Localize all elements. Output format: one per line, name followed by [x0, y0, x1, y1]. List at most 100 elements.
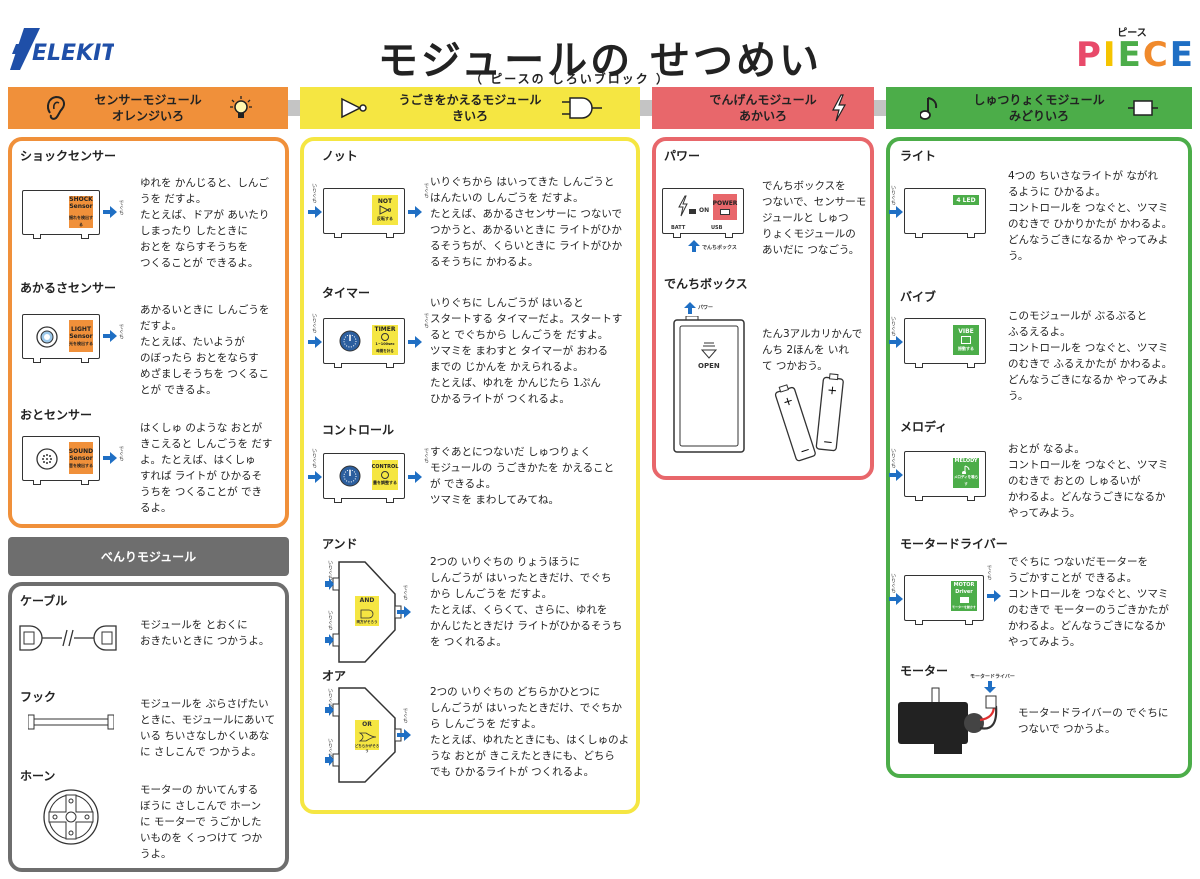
module-label: TIMER 1~100sec 時間を計る [372, 325, 398, 355]
output-arrow-icon [408, 471, 422, 483]
port-label-in: いりぐち [890, 316, 896, 336]
battery-box-arrow-label: パワー [698, 305, 714, 311]
batt-label: BATT [671, 225, 686, 231]
light-sensor-module: LIGHT Sensor 光を検出する [22, 314, 100, 363]
module-label-sub: 揺れを検出する [69, 215, 93, 227]
and-gate-icon [562, 97, 602, 119]
module-label-text: AND [359, 597, 375, 604]
module-label-sub: 音を検出する [69, 462, 93, 468]
switch-icon [689, 209, 696, 214]
section-desc-light-output: 4つの ちいさなライトが ながれ るように ひかるよ。 コントロールを つなぐと… [1008, 170, 1173, 262]
sound-sensor-module: SOUND Sensor 音を検出する [22, 436, 100, 485]
module-label: MELODY メロディを鳴らす [953, 458, 979, 488]
microphone-icon [36, 448, 58, 470]
and-module [325, 561, 402, 663]
module-label-text: 4 LED [956, 196, 976, 204]
up-arrow-icon [684, 302, 696, 314]
module-label-text: MELODY [954, 458, 978, 464]
output-arrow-icon [987, 590, 1001, 602]
module-label-text: OR [362, 721, 372, 728]
input-arrow-icon [308, 336, 322, 348]
section-title-melody: メロディ [900, 420, 948, 434]
port-label-in: いりぐち [327, 688, 333, 708]
port-label-in: いりぐち [890, 448, 896, 468]
util-panel [8, 582, 289, 872]
module-label-text: MOTOR Driver [953, 581, 975, 595]
light-output-module: 4 LED [904, 188, 986, 238]
lightning-icon [678, 195, 688, 217]
module-label-sub: 量を調整する [373, 480, 397, 485]
dial-icon [381, 471, 389, 479]
module-label: NOT 反転する [372, 195, 398, 225]
output-arrow-icon [408, 206, 422, 218]
section-desc-shock: ゆれを かんじると、しんご うを だすよ。 たとえば、ドアが あいたり しまった… [140, 177, 270, 269]
module-label-text: NOT [377, 198, 393, 205]
up-arrow-icon [688, 240, 700, 252]
category-name: しゅつりょくモジュール [973, 93, 1105, 107]
module-label: LIGHT Sensor 光を検出する [69, 320, 93, 352]
output-arrow-icon [103, 206, 117, 218]
module-label: SOUND Sensor 音を検出する [69, 442, 93, 474]
clock-icon [381, 332, 389, 341]
section-title-light-output: ライト [900, 149, 937, 163]
port-label-in: いりぐち [890, 573, 896, 593]
knob-icon [339, 330, 361, 352]
port-label-out: でぐち [423, 448, 429, 463]
port-label-out: でぐち [118, 446, 124, 461]
down-arrow-icon [984, 681, 996, 693]
batteries-icon: +− +− [774, 373, 844, 462]
motor-arrow-label: モータードライバー [970, 674, 1015, 680]
section-desc-horn: モーターの かいてんする ぼうに さしこんで ホーン に モーターで うごかした… [140, 784, 263, 860]
page-title: モジュールの せつめい [377, 38, 823, 84]
input-arrow-icon [889, 206, 903, 218]
module-label-text: CONTROL [371, 464, 399, 470]
section-desc-not: いりぐちから はいってきた しんごうと はんたいの しんごうを だすよ。 たとえ… [430, 176, 623, 268]
section-title-shock: ショックセンサー [20, 149, 117, 163]
open-label: OPEN [698, 362, 720, 370]
section-title-motor: モーター [900, 664, 949, 678]
section-title-battery-box: でんちボックス [664, 277, 748, 291]
vibe-module: VIBE 振動する [904, 318, 986, 368]
input-arrow-icon [889, 593, 903, 605]
section-title-not: ノット [322, 149, 358, 163]
port-label-in: いりぐち [327, 738, 333, 758]
section-desc-or: 2つの いりぐちの どちらかひとつに しんごうが はいったときだけ、でぐちか ら… [430, 686, 630, 778]
sensor-panel [8, 137, 289, 528]
module-label-text: VIBE [958, 328, 974, 335]
elekit-logo: ELEKIT [10, 28, 114, 70]
output-panel [886, 137, 1192, 778]
port-label-in: いりぐち [311, 313, 317, 333]
motion-panel [300, 137, 640, 814]
module-label-text: SHOCK Sensor [69, 196, 93, 210]
port-label-in: いりぐち [890, 185, 896, 205]
piece-logo: P I E C E [1076, 38, 1193, 72]
section-desc-cable: モジュールを とおくに おきたいときに つかうよ。 [140, 619, 270, 647]
control-module: CONTROL 量を調整する [323, 453, 405, 503]
input-arrow-icon [308, 471, 322, 483]
input-arrow-icon [889, 469, 903, 481]
module-label-sub: モーターを動かす [951, 604, 976, 609]
output-arrow-icon [397, 606, 411, 618]
category-header-output: しゅつりょくモジュール みどりいろ [886, 87, 1192, 129]
section-desc-power: でんちボックスを つないで、センサーモ ジュールと しゅつ りょくモジュールの … [762, 180, 867, 256]
section-title-light: あかるさセンサー [20, 281, 117, 295]
port-label-in: いりぐち [327, 560, 333, 580]
not-gate-icon [341, 97, 367, 119]
section-desc-timer: いりぐちに しんごうが はいると スタートする タイマーだよ。スタートす ると … [430, 297, 623, 405]
section-desc-hook: モジュールを ぶらさげたい ときに、モジュールにあいて いる ちいさなしかくいあ… [140, 698, 276, 758]
svg-text:−: − [822, 434, 833, 449]
piece-letter: E [1117, 35, 1141, 75]
battery-box-caption: でんちボックス [702, 245, 737, 251]
section-desc-and: 2つの いりぐちの りょうほうに しんごうが はいったときだけ、でぐち から し… [430, 556, 623, 648]
svg-text:+: + [781, 393, 795, 409]
section-desc-battery-box: たん3アルカリかんで んち 2ほんを いれ て つかおう。 [762, 328, 863, 372]
port-label-in: いりぐち [327, 610, 333, 630]
section-title-hook: フック [20, 690, 57, 704]
piece-letter: E [1169, 35, 1193, 75]
piece-letter: C [1142, 35, 1168, 75]
output-arrow-icon [103, 330, 117, 342]
output-module-icon [1128, 100, 1158, 116]
not-symbol-icon [379, 205, 391, 215]
section-title-or: オア [322, 669, 347, 683]
lightbulb-icon [230, 96, 252, 118]
